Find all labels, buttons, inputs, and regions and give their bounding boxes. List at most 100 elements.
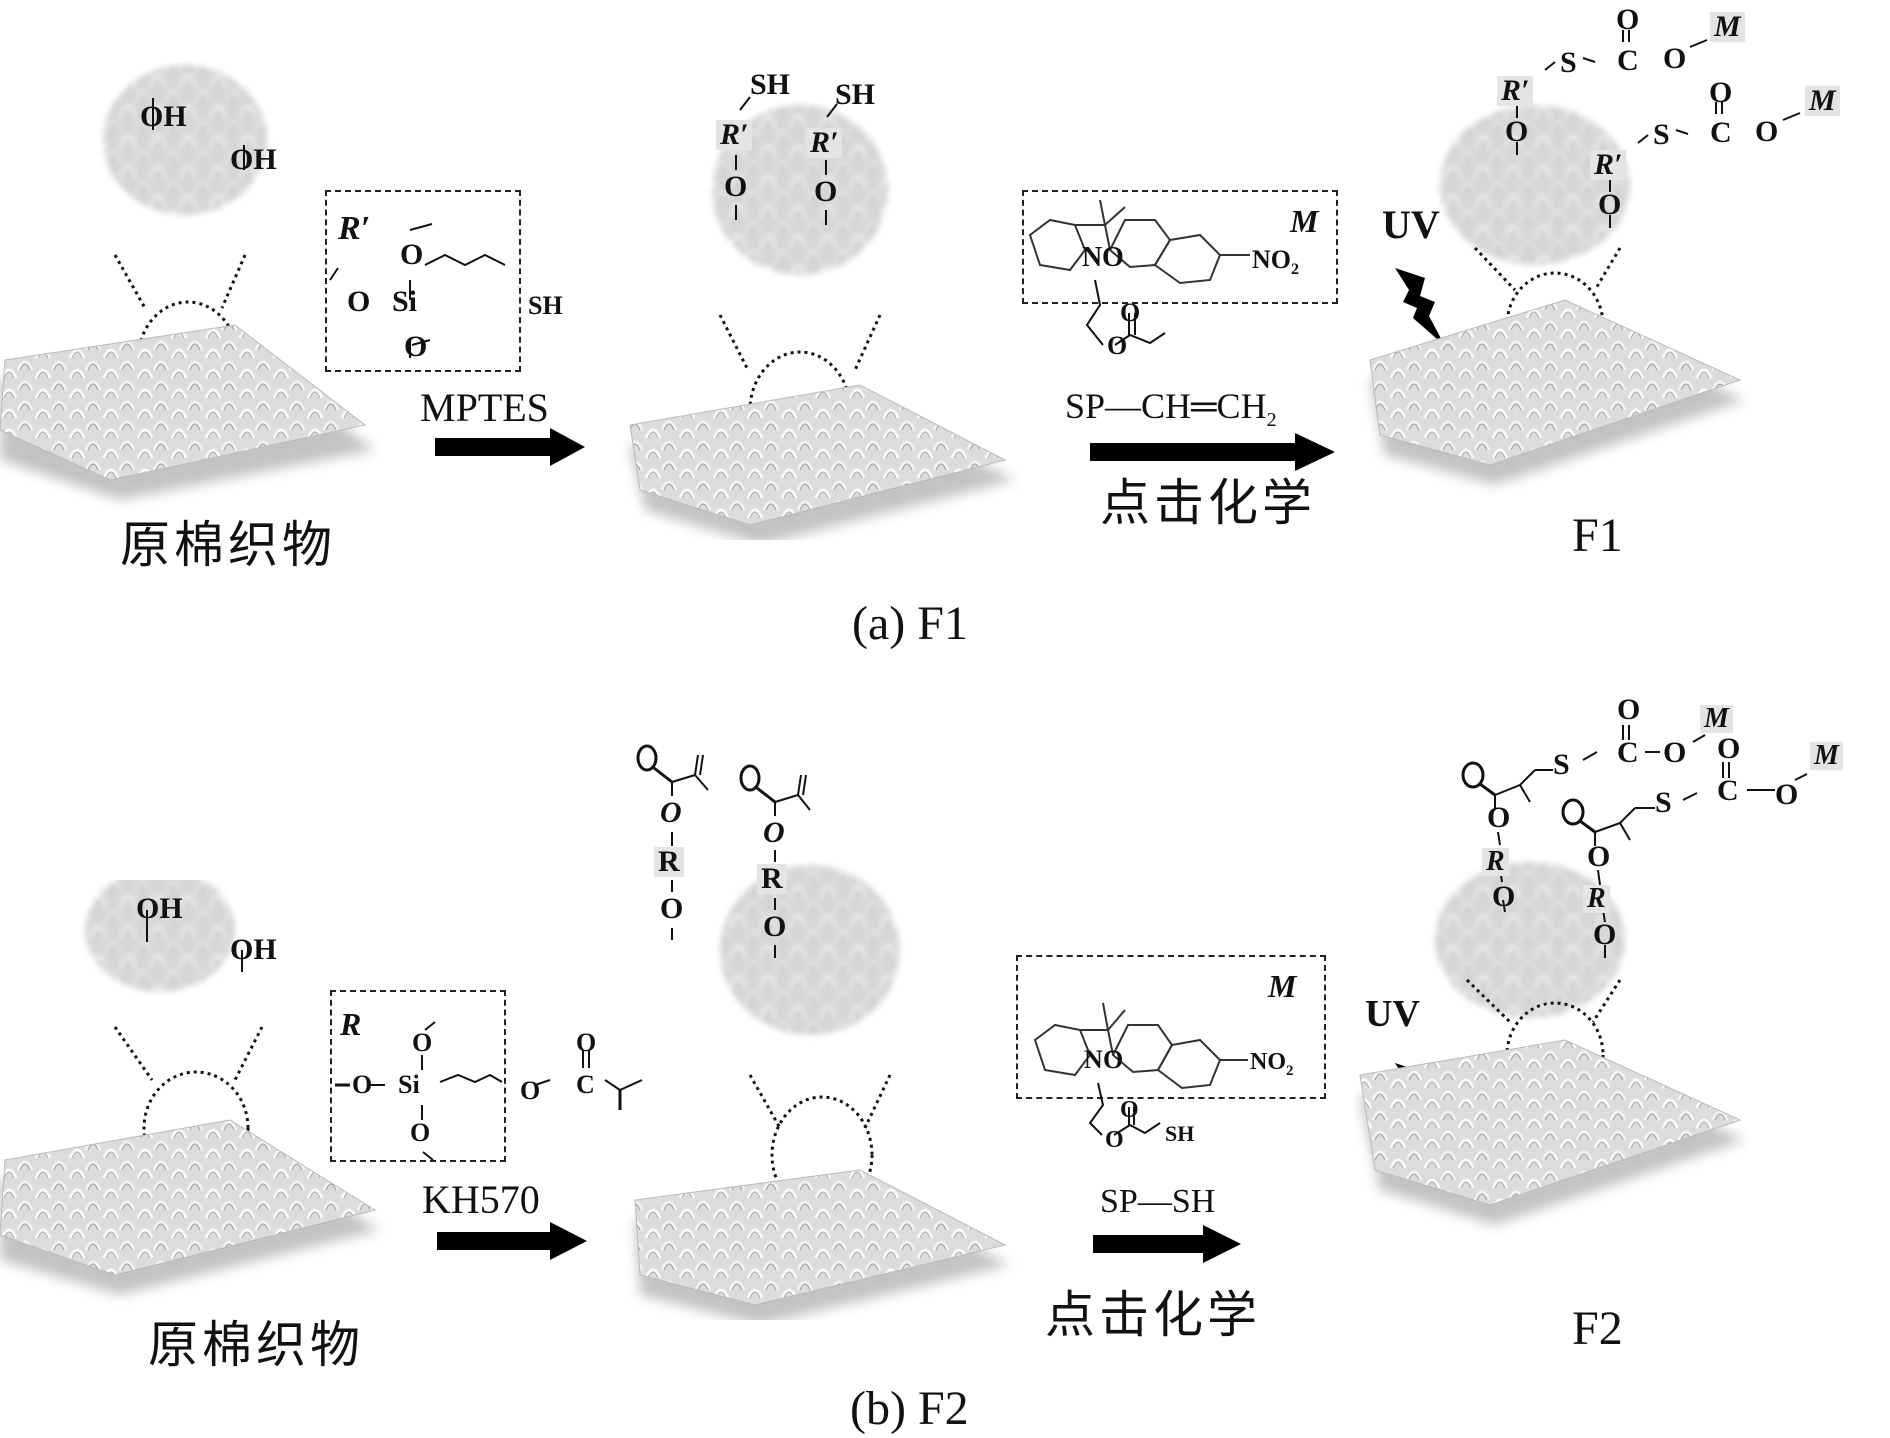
fabric-sheet (0, 324, 367, 481)
zoom-guide-right (220, 254, 247, 309)
fabric-sheet (1369, 299, 1742, 466)
zoom-guide-left (1473, 246, 1517, 292)
zoom-guide-right (1591, 979, 1622, 1023)
surface-group-sh-1: SH (750, 68, 791, 101)
mptes-structure (329, 223, 506, 358)
fabric-illustration (1359, 725, 1808, 1225)
chain-s-2: S (1653, 118, 1670, 151)
stage-a2-thiol-fabric: SH SH R′ R′ O O (610, 40, 1030, 545)
atom-n: N (1082, 242, 1103, 273)
label-f2: F2 (1572, 1302, 1623, 1355)
anchor-o-2: O (763, 910, 787, 943)
chain-o-link-1: O (1663, 736, 1687, 769)
reagent-box-m-b (1016, 955, 1326, 1099)
stage-b3-f2: O R O S C O O M O R O S C O O M (1355, 690, 1890, 1370)
spiropyran-acrylate-structure (1028, 199, 1250, 346)
linker-tag-2: R′ (1590, 150, 1627, 180)
stage-b1-raw-fabric: OH OH (0, 868, 420, 1320)
surface-group-oh-2: OH (230, 933, 277, 966)
stage-a3-f1: R′ O S C O O M R′ O S C O O M (1355, 0, 1890, 560)
chain-c-1: C (1617, 44, 1639, 77)
label-raw-fabric: 原棉织物 (148, 1316, 364, 1374)
fabric-illustration (1369, 30, 1801, 485)
zoom-blob (85, 868, 235, 992)
label-click-chemistry-b: 点击化学 (1045, 1286, 1261, 1344)
chain-s-2: S (1655, 786, 1672, 819)
fabric-illustration (0, 65, 375, 500)
anchor-o-1: O (1492, 880, 1516, 913)
stage-b2-methacrylate-fabric: O R O O R O (610, 720, 1030, 1325)
fabric-illustration (634, 744, 1010, 1325)
reaction-arrow-a1 (435, 428, 585, 466)
chain-o-carbonyl-1: O (1616, 3, 1640, 36)
linker-tag-1: R′ (716, 120, 753, 150)
kh570-structure (335, 1021, 643, 1161)
linker-tag-2: R (757, 864, 787, 894)
chain-c-2: C (1710, 116, 1732, 149)
anchor-o-2: O (814, 175, 838, 208)
atom-c: C (576, 1070, 595, 1099)
reaction-arrow-b1 (437, 1222, 587, 1260)
zoom-guide-left (113, 1026, 154, 1081)
label-raw-fabric: 原棉织物 (120, 516, 336, 574)
zoom-guide-left (748, 1074, 782, 1129)
reagent-mptes: MPTES (420, 385, 549, 430)
caption-b: (b) F2 (850, 1382, 969, 1435)
fabric-illustration (629, 96, 1015, 545)
atom-o-left: O (347, 285, 371, 318)
reagent-box-r (330, 990, 506, 1162)
zoom-guide-right (233, 1026, 264, 1081)
chain-s-1: S (1553, 748, 1570, 781)
reagent-box-r-prime (325, 190, 521, 372)
chain-o-carbonyl-2: O (1709, 76, 1733, 109)
zoom-blob (1435, 862, 1625, 1018)
fabric-illustration (0, 868, 380, 1295)
anchor-o-1: O (660, 892, 684, 925)
atom-o-ester: O (1105, 1127, 1124, 1153)
atom-o-bottom: O (410, 1118, 431, 1147)
chain-o-ester-2: O (1587, 840, 1611, 873)
chain-m-2: M (1810, 742, 1843, 770)
atom-o-carbonyl: O (576, 1028, 597, 1057)
linker-tag-1: R′ (1497, 76, 1534, 106)
stage-a1-raw-fabric: OH OH (0, 60, 420, 530)
zoom-blob (720, 865, 900, 1035)
atom-si: Si (398, 1070, 420, 1099)
reaction-arrow-a2 (1090, 433, 1335, 471)
anchor-o-2: O (1593, 918, 1617, 951)
linker-tag-2: R′ (806, 128, 843, 158)
atom-o-top: O (412, 1028, 433, 1057)
box-tag-m: M (1290, 203, 1319, 239)
fabric-sheet (0, 1119, 377, 1276)
atom-o-carbonyl: O (1120, 1097, 1139, 1123)
atom-sh: SH (528, 291, 563, 320)
reagent-box-m (1022, 190, 1338, 304)
reagent-sp-sh: SP—SH (1100, 1183, 1216, 1220)
atom-o-left: O (352, 1070, 373, 1099)
box-tag-r-prime: R′ (338, 210, 371, 247)
box-tag-r: R (340, 1006, 362, 1042)
atom-o-top: O (400, 238, 424, 271)
chain-o-carbonyl-1: O (1617, 693, 1641, 726)
surface-group-oh-2: OH (230, 143, 277, 176)
atom-o-bottom: O (404, 330, 428, 363)
chain-o-link-2: O (1775, 778, 1799, 811)
atom-n: N (1084, 1045, 1103, 1074)
atom-o-ring: O (1103, 1045, 1124, 1074)
atom-o-ester: O (520, 1076, 541, 1105)
fabric-sheet (629, 384, 1007, 526)
zoom-guide-left (718, 314, 750, 371)
surface-group-oh-1: OH (136, 892, 183, 925)
zoom-guide-right (1593, 247, 1622, 291)
zoom-guide-left (113, 254, 147, 309)
atom-o-ester: O (1107, 331, 1128, 360)
atom-no2: NO2 (1250, 1049, 1294, 1079)
chain-m-2: M (1805, 86, 1840, 116)
label-f1: F1 (1572, 509, 1623, 562)
surface-group-oh-1: OH (140, 100, 187, 133)
zoom-blob (1440, 105, 1630, 265)
fabric-sheet (1359, 1039, 1742, 1206)
reagent-sp-vinyl: SP—CH═CH2 (1065, 386, 1277, 432)
caption-a: (a) F1 (852, 597, 968, 650)
atom-o-ring: O (1102, 242, 1124, 273)
